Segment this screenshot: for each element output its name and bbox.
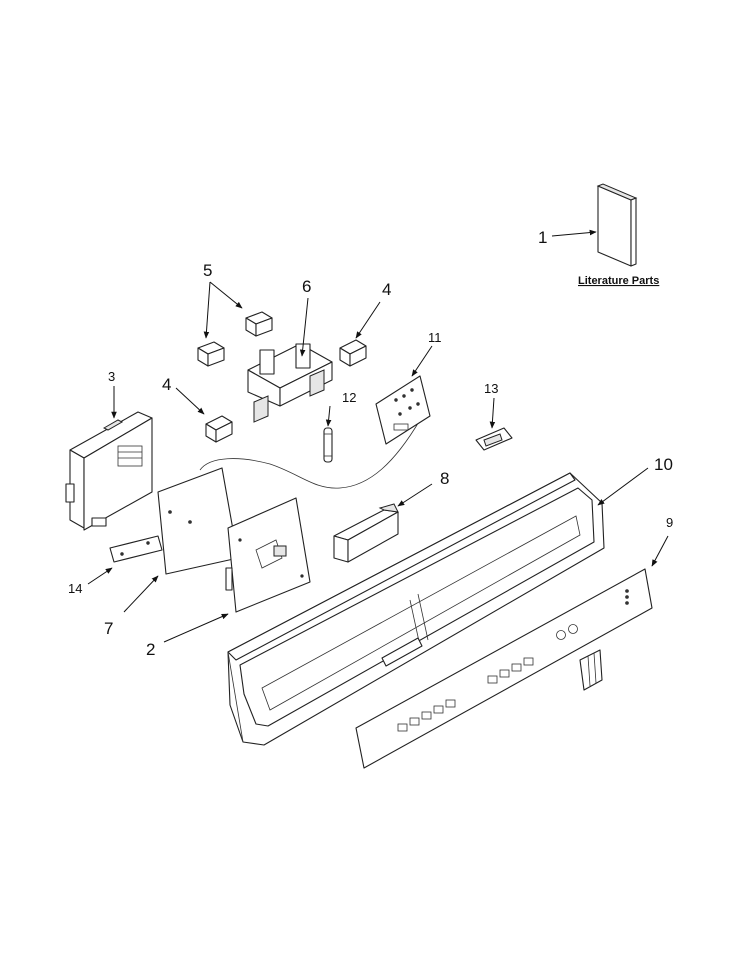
callout-13: 13 [484,381,498,396]
switch-right [339,339,367,367]
button-bracket [333,503,399,563]
small-plate [109,535,163,563]
callout-3: 3 [108,369,115,384]
callout-6: 6 [302,277,311,296]
callout-labels: 1 Literature Parts 5 6 4 11 3 4 12 13 10… [68,228,673,659]
small-circuit-board [375,375,431,445]
callout-2: 2 [146,640,155,659]
control-module-housing [65,411,153,531]
clip [475,427,513,451]
switch-lower [197,341,225,367]
thermal-fuse [323,427,333,463]
console-panel [227,472,605,746]
switch-left [205,415,233,443]
literature-parts-label: Literature Parts [578,275,659,287]
callout-1: 1 [538,228,547,247]
callout-5: 5 [203,261,212,280]
switch-upper [245,311,273,337]
callout-4-left: 4 [162,375,171,394]
insulator-board [157,467,239,575]
callout-11: 11 [428,330,442,345]
callout-10: 10 [654,455,673,474]
callout-9: 9 [666,515,673,530]
callout-4-right: 4 [382,280,391,299]
leader-lines [87,229,669,643]
callout-12: 12 [342,390,356,405]
wire-harness [199,419,421,489]
control-overlay [355,568,653,769]
switch-bracket [247,343,333,423]
literature-booklet [596,183,638,267]
callout-8: 8 [440,469,449,488]
callout-14: 14 [68,581,82,596]
main-control-board [225,497,311,613]
callout-7: 7 [104,619,113,638]
